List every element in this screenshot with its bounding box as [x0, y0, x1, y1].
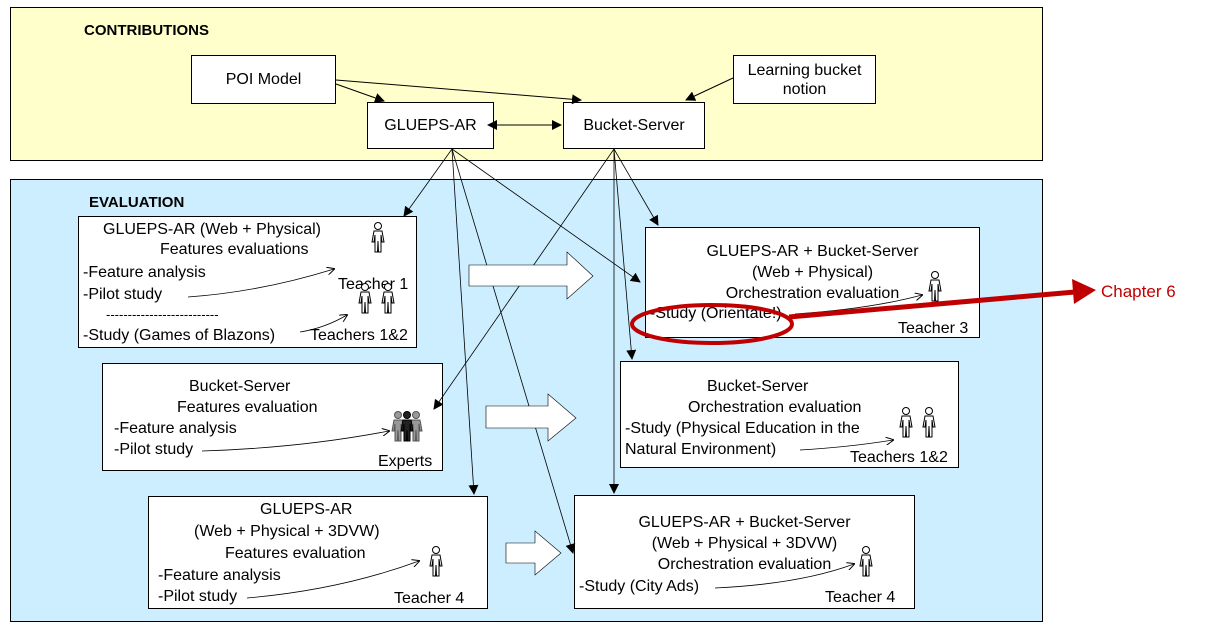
box5-line1: GLUEPS-AR [260, 501, 353, 518]
box2-line2: (Web + Physical) [751, 264, 874, 281]
box1-teacher1: Teacher 1 [338, 276, 409, 293]
box3-item-feature: -Feature analysis [114, 420, 237, 437]
box4-line1: Bucket-Server [707, 378, 809, 395]
box2-study: -Study (Orientate!) [650, 305, 782, 322]
box5-item-pilot: -Pilot study [158, 588, 238, 605]
learning-bucket-box: Learning bucket notion [733, 55, 876, 104]
glueps-3dvw-features-box: GLUEPS-AR (Web + Physical + 3DVW) Featur… [148, 496, 488, 609]
box4-teacher: Teachers 1&2 [850, 449, 948, 466]
glueps-ar-box: GLUEPS-AR [367, 102, 494, 149]
learning-bucket-line2: notion [782, 80, 827, 98]
learning-bucket-line1: Learning bucket [747, 61, 862, 79]
glueps-ar-label: GLUEPS-AR [384, 116, 477, 134]
box5-teacher: Teacher 4 [394, 590, 465, 607]
box2-line1: GLUEPS-AR + Bucket-Server [706, 243, 919, 260]
box3-experts: Experts [378, 453, 433, 470]
box5-item-feature: -Feature analysis [158, 567, 281, 584]
box3-line2: Features evaluation [177, 399, 318, 416]
bucket-features-box: Bucket-Server Features evaluation -Featu… [102, 363, 443, 471]
glueps-features-box: GLUEPS-AR (Web + Physical) Features eval… [78, 216, 417, 348]
poi-model-box: POI Model [191, 55, 336, 104]
box1-item-pilot: -Pilot study [83, 286, 163, 303]
box3-line1: Bucket-Server [189, 378, 291, 395]
box1-teachers12: Teachers 1&2 [310, 327, 408, 344]
box4-study-line1: -Study (Physical Education in the [625, 420, 860, 437]
orchestration-box-1: GLUEPS-AR + Bucket-Server (Web + Physica… [645, 227, 980, 338]
orchestration-box-3: GLUEPS-AR + Bucket-Server (Web + Physica… [574, 495, 915, 609]
box4-line2: Orchestration evaluation [688, 399, 862, 416]
orchestration-box-2: Bucket-Server Orchestration evaluation -… [620, 361, 959, 468]
contributions-panel: CONTRIBUTIONS [10, 7, 1043, 161]
box3-item-pilot: -Pilot study [114, 441, 194, 458]
box5-line3: Features evaluation [225, 545, 366, 562]
box2-line3: Orchestration evaluation [725, 285, 900, 302]
box2-teacher: Teacher 3 [898, 320, 969, 337]
chapter-arrow-head [1072, 279, 1096, 304]
box5-line2: (Web + Physical + 3DVW) [194, 523, 380, 540]
box6-teacher: Teacher 4 [825, 589, 896, 606]
chapter-label: Chapter 6 [1101, 282, 1176, 301]
box6-line1: GLUEPS-AR + Bucket-Server [638, 514, 851, 531]
box4-study-line2: Natural Environment) [625, 441, 777, 458]
box1-study: -Study (Games of Blazons) [83, 327, 276, 344]
box1-line1: GLUEPS-AR (Web + Physical) [103, 221, 321, 238]
evaluation-title: EVALUATION [89, 194, 185, 211]
box6-line2: (Web + Physical + 3DVW) [651, 535, 838, 552]
contributions-title: CONTRIBUTIONS [84, 22, 209, 39]
box1-line2: Features evaluations [160, 241, 309, 258]
bucket-server-label: Bucket-Server [583, 116, 685, 134]
box6-study: -Study (City Ads) [579, 578, 700, 595]
box1-item-feature: -Feature analysis [83, 264, 206, 281]
poi-model-label: POI Model [225, 70, 302, 88]
box6-line3: Orchestration evaluation [657, 556, 832, 573]
bucket-server-box: Bucket-Server [563, 102, 705, 149]
box1-separator: -------------------------- [106, 307, 219, 322]
